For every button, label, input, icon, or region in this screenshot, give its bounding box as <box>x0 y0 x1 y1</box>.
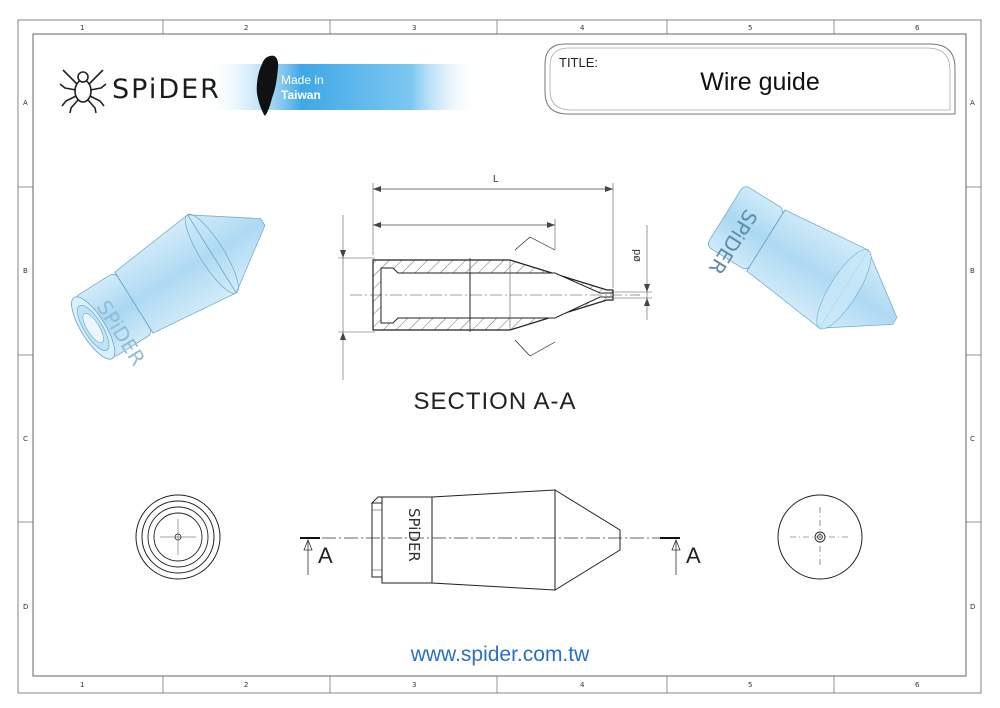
brand-name: SPiDER <box>112 74 221 105</box>
zone-right-a: A <box>970 99 975 107</box>
brand-banner <box>59 55 480 116</box>
section-view: L ød <box>338 174 652 380</box>
side-view-engraving: SPiDER <box>405 508 423 562</box>
taiwan-map-icon <box>256 55 279 116</box>
zone-top-3: 3 <box>412 24 416 32</box>
side-view: SPiDER <box>300 489 681 591</box>
spider-logo-icon <box>59 69 107 114</box>
sheet-frame: 1 2 3 4 5 6 1 2 3 4 5 6 A B C D A B C D <box>17 19 982 694</box>
zone-bottom-4: 4 <box>580 681 585 689</box>
zone-top-5: 5 <box>748 24 752 32</box>
drawing-title: Wire guide <box>700 68 820 96</box>
zone-bottom-6: 6 <box>915 681 920 689</box>
zone-left-c: C <box>23 435 28 443</box>
iso-view-right: SPiDER <box>704 186 898 330</box>
end-view-right <box>777 494 863 580</box>
zone-bottom-5: 5 <box>748 681 752 689</box>
zone-top-1: 1 <box>80 24 84 32</box>
dim-diameter-label: ød <box>631 249 643 262</box>
zone-top-4: 4 <box>580 24 585 32</box>
zone-right-d: D <box>970 603 975 611</box>
zone-top-6: 6 <box>915 24 920 32</box>
end-view-left <box>135 494 221 580</box>
zone-right-c: C <box>970 435 975 443</box>
section-bore <box>380 267 471 324</box>
zone-top-2: 2 <box>244 24 248 32</box>
title-label: TITLE: <box>559 55 599 70</box>
zone-left-d: D <box>23 603 28 611</box>
dim-length-label: L <box>493 174 499 185</box>
made-in-country: Taiwan <box>281 88 321 102</box>
zone-left-a: A <box>23 99 28 107</box>
zone-bottom-3: 3 <box>412 681 416 689</box>
zone-left-b: B <box>23 267 28 275</box>
section-label: SECTION A-A <box>413 388 577 415</box>
zone-bottom-1: 1 <box>80 681 84 689</box>
zone-bottom-2: 2 <box>244 681 248 689</box>
made-in-label: Made in <box>281 73 324 87</box>
zone-right-b: B <box>970 267 975 275</box>
cut-plane-label-left: A <box>318 543 333 568</box>
iso-view-left: SPiDER <box>71 213 266 370</box>
title-block <box>544 43 956 115</box>
cut-plane-label-right: A <box>686 543 701 568</box>
website-link[interactable]: www.spider.com.tw <box>410 643 590 666</box>
